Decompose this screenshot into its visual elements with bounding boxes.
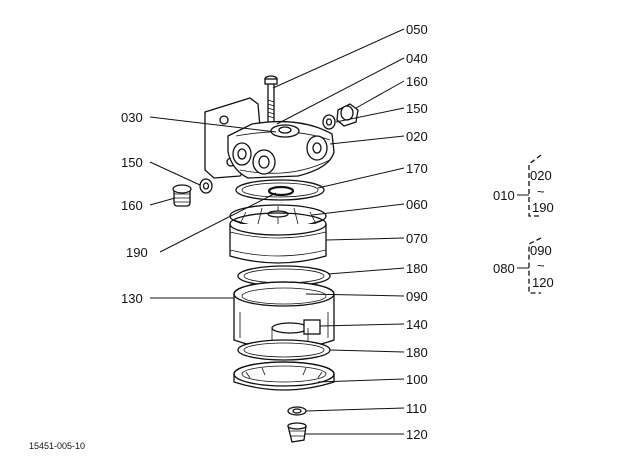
label-160-left: 160 [121, 198, 143, 213]
label-150-right: 150 [406, 101, 428, 116]
label-180-lower: 180 [406, 345, 428, 360]
label-090: 090 [406, 289, 428, 304]
leader-lines [149, 28, 405, 435]
gasket-180-lower-drawing [237, 339, 331, 361]
washer-150-right-drawing [322, 114, 336, 130]
label-040: 040 [406, 51, 428, 66]
group-080-to: 120 [532, 275, 554, 290]
group-080-bracket: 080 090 ~ 120 [493, 237, 554, 294]
ring-nut-100-drawing [233, 361, 335, 391]
label-190: 190 [126, 245, 148, 260]
filter-head-drawing [204, 97, 335, 179]
label-050: 050 [406, 22, 428, 37]
label-120: 120 [406, 427, 428, 442]
o-ring-190-drawing [267, 185, 295, 197]
gasket-170-drawing [235, 179, 325, 201]
label-180-upper: 180 [406, 261, 428, 276]
element-070-drawing [229, 212, 327, 264]
label-150-left: 150 [121, 155, 143, 170]
group-010-bracket: 010 020 ~ 190 [493, 154, 554, 217]
label-130: 130 [121, 291, 143, 306]
plug-160-right-drawing [336, 103, 359, 127]
washer-110-drawing [287, 406, 307, 416]
label-160-right: 160 [406, 74, 428, 89]
gasket-180-upper-drawing [237, 265, 331, 287]
svg-text:~: ~ [537, 258, 545, 273]
drain-plug-120-drawing [287, 422, 307, 443]
figure-code: 15451-005-10 [29, 441, 85, 451]
bolt-050-drawing [264, 75, 278, 122]
label-170: 170 [406, 161, 428, 176]
svg-text:~: ~ [537, 184, 545, 199]
label-110: 110 [406, 401, 427, 416]
label-060: 060 [406, 197, 428, 212]
label-020: 020 [406, 129, 428, 144]
label-070: 070 [406, 231, 428, 246]
bowl-130-drawing [233, 281, 335, 350]
group-080-label: 080 [493, 261, 515, 276]
plug-160-left-drawing [172, 184, 192, 207]
group-080-from: 090 [530, 243, 552, 258]
group-010-to: 190 [532, 200, 554, 215]
washer-150-left-drawing [199, 178, 213, 194]
label-030: 030 [121, 110, 143, 125]
group-010-from: 020 [530, 168, 552, 183]
group-010-label: 010 [493, 188, 515, 203]
label-100: 100 [406, 372, 428, 387]
label-140: 140 [406, 317, 428, 332]
